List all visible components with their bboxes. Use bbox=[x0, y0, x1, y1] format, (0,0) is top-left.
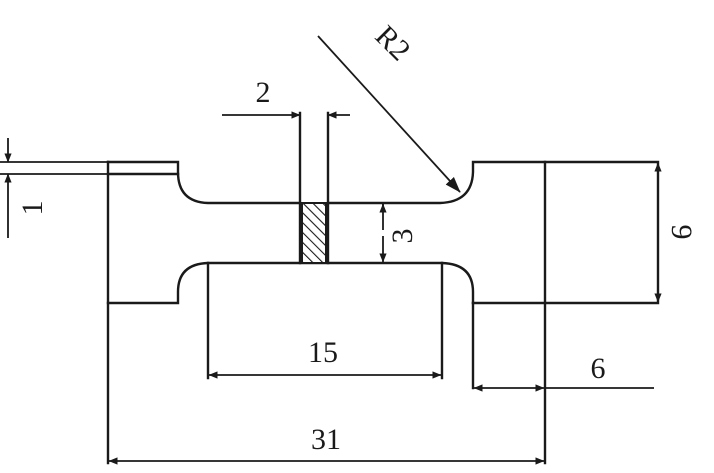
dim-overall-width: 31 bbox=[108, 423, 545, 465]
label-neck-height: 3 bbox=[386, 229, 419, 244]
label-inner-width: 15 bbox=[308, 336, 338, 369]
left-flange bbox=[106, 160, 302, 205]
label-overall-width: 31 bbox=[311, 423, 341, 456]
dim-web-thickness: 1 bbox=[0, 138, 108, 238]
label-side-width: 6 bbox=[591, 352, 606, 385]
dim-block-height: 9 bbox=[654, 162, 698, 303]
dim-side-width: 6 bbox=[473, 352, 654, 392]
label-radius: R2 bbox=[369, 19, 417, 67]
label-slot-width: 2 bbox=[256, 76, 271, 109]
lower-contour bbox=[106, 261, 475, 305]
part-outline bbox=[106, 111, 660, 465]
dim-inner-width: 15 bbox=[208, 336, 442, 379]
dim-radius: R2 bbox=[317, 19, 461, 193]
hatched-insert bbox=[301, 202, 327, 264]
label-block-height: 9 bbox=[665, 225, 698, 240]
label-web-thickness: 1 bbox=[16, 201, 49, 216]
neck-top-right bbox=[326, 160, 660, 305]
dim-slot-width: 2 bbox=[222, 76, 350, 119]
dim-neck-height: 3 bbox=[379, 203, 419, 263]
